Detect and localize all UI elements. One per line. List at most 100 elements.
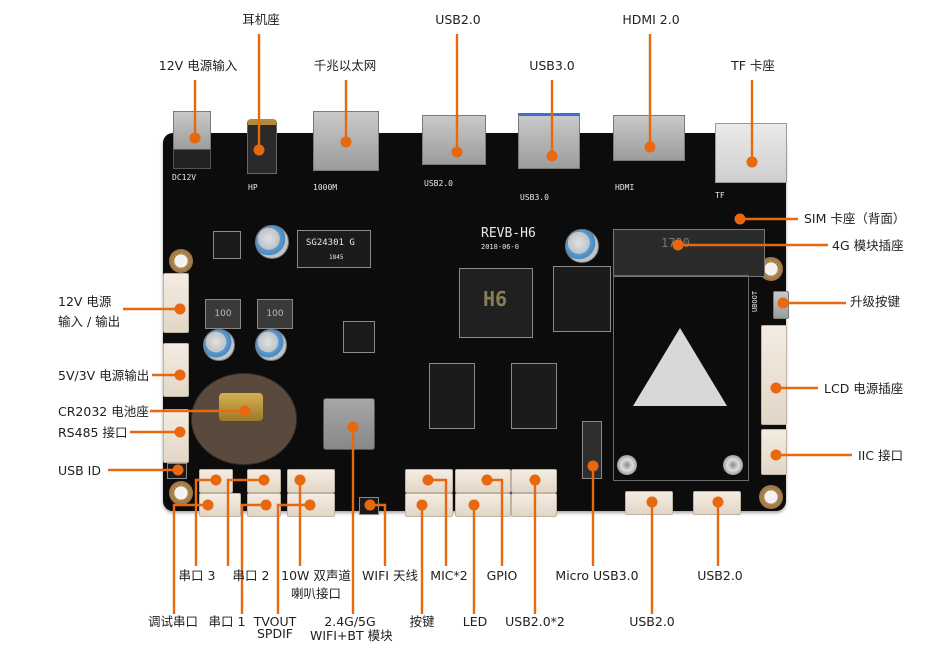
uart1-connector xyxy=(247,493,281,517)
tf-slot-part xyxy=(715,123,787,183)
leader-uart1-line xyxy=(240,503,266,614)
label-mic: MIC*2 xyxy=(430,568,468,583)
silk-1000m: 1000M xyxy=(313,183,338,192)
emmc-chip xyxy=(553,266,611,332)
capacitor xyxy=(255,329,287,361)
dc-jack xyxy=(173,111,211,151)
silk-minipcie-code: 1730 xyxy=(661,236,690,250)
label-speaker-port-line2: 喇叭接口 xyxy=(290,586,341,601)
pmic-chip xyxy=(343,321,375,353)
label-led: LED xyxy=(462,614,488,629)
usb3-jack xyxy=(518,113,580,169)
usb2-connector-a xyxy=(511,469,557,493)
battery-clip xyxy=(219,393,263,421)
silk-usb2: USB2.0 xyxy=(424,179,453,188)
capacitor xyxy=(255,225,289,259)
rs485-connector xyxy=(163,409,189,463)
standoff xyxy=(723,455,743,475)
soc-h6 xyxy=(459,268,533,338)
ethernet-jack xyxy=(313,111,379,171)
label-usb2-bottom-right: USB2.0 xyxy=(697,568,743,583)
uboot-button xyxy=(773,291,789,319)
label-key-button: 按键 xyxy=(409,614,435,629)
dram-chip-1 xyxy=(429,363,475,429)
usb2-connector-c xyxy=(625,491,673,515)
mosfet xyxy=(213,231,241,259)
label-cr2032-holder: CR2032 电池座 xyxy=(58,404,149,419)
label-hdmi: HDMI 2.0 xyxy=(622,12,680,27)
debug-uart-connector xyxy=(199,493,241,517)
inductor: 100 xyxy=(257,299,293,329)
label-4g-module-slot: 4G 模块插座 xyxy=(832,238,904,253)
hdmi-jack xyxy=(613,115,685,161)
label-usb2x2: USB2.0*2 xyxy=(505,614,565,629)
silk-uboot: UBOOT xyxy=(751,290,760,313)
leader-debug-uart-line xyxy=(172,503,208,614)
mount-hole-tl xyxy=(169,249,193,273)
silk-date: 2018-06-0 xyxy=(481,243,519,251)
label-gpio: GPIO xyxy=(486,568,518,583)
5v3v-connector xyxy=(163,343,189,397)
usb2-jack-top xyxy=(422,115,486,165)
silk-tf: TF xyxy=(715,191,725,200)
dram-chip-2 xyxy=(511,363,557,429)
label-wifi-antenna: WIFI 天线 xyxy=(362,568,418,583)
gpio-connector-2 xyxy=(455,493,511,517)
silk-dc12v: DC12V xyxy=(172,173,197,182)
label-headphone-jack: 耳机座 xyxy=(242,12,280,27)
label-12v-power-io-line2: 输入 / 输出 xyxy=(58,314,121,329)
label-wifi-bt-module-line1: 2.4G/5G xyxy=(324,614,376,629)
label-iic-port: IIC 接口 xyxy=(858,448,904,463)
label-5v3v-power-out: 5V/3V 电源输出 xyxy=(58,368,150,383)
label-usb2-bottom: USB2.0 xyxy=(629,614,675,629)
speaker-connector xyxy=(287,469,335,493)
esd-warning-symbol xyxy=(633,328,727,406)
gpio-connector xyxy=(455,469,511,493)
mount-hole-bl xyxy=(169,481,193,505)
silk-model: REVB-H6 xyxy=(481,226,536,241)
lcd-power-connector xyxy=(761,325,787,425)
label-uart1: 串口 1 xyxy=(208,614,246,629)
inductor: 100 xyxy=(205,299,241,329)
usb2-connector-b xyxy=(511,493,557,517)
tvout-connector xyxy=(287,493,335,517)
label-upgrade-button: 升级按键 xyxy=(850,294,901,309)
label-usb3-top: USB3.0 xyxy=(529,58,575,73)
label-sim-slot: SIM 卡座（背面） xyxy=(804,211,906,226)
uart2-connector xyxy=(247,469,281,493)
pcb-board: DC12V HP 1000M USB2.0 USB3.0 HDMI TF REV… xyxy=(163,111,789,517)
eth-transformer-chip xyxy=(297,230,371,268)
mic-connector xyxy=(405,469,453,493)
12v-connector xyxy=(163,273,189,333)
capacitor xyxy=(565,229,599,263)
label-uart2: 串口 2 xyxy=(232,568,270,583)
uart3-connector xyxy=(199,469,233,493)
usb-id-pad xyxy=(167,463,187,479)
dc-jack-base xyxy=(173,149,211,169)
silk-eth-chip: SG24301 G xyxy=(306,238,355,248)
label-lcd-power-socket: LCD 电源插座 xyxy=(824,381,904,396)
label-tf-slot: TF 卡座 xyxy=(731,58,775,73)
key-switch xyxy=(359,497,379,515)
standoff xyxy=(617,455,637,475)
label-rs485-port: RS485 接口 xyxy=(58,425,128,440)
silk-hdmi: HDMI xyxy=(615,183,635,192)
usb2-connector-d xyxy=(693,491,741,515)
label-dc-power-in: 12V 电源输入 xyxy=(158,58,238,73)
wifi-bt-module-part xyxy=(323,398,375,450)
capacitor xyxy=(203,329,235,361)
label-usb-id: USB ID xyxy=(58,463,101,478)
label-gigabit-ethernet: 千兆以太网 xyxy=(313,58,377,73)
iic-connector xyxy=(761,429,787,475)
headphone-jack-part xyxy=(247,119,277,174)
label-usb2-top: USB2.0 xyxy=(435,12,481,27)
micro-usb3-port xyxy=(582,421,602,479)
minipcie-slot xyxy=(613,229,765,277)
label-12v-power-io-line1: 12V 电源 xyxy=(58,294,112,309)
silk-hp: HP xyxy=(248,183,258,192)
label-tvout-spdif-line1: TVOUT xyxy=(253,614,297,629)
label-speaker-port-line1: 10W 双声道 xyxy=(281,568,351,583)
silk-usb3: USB3.0 xyxy=(520,193,549,202)
label-tvout-spdif-line2: SPDIF xyxy=(257,626,293,641)
